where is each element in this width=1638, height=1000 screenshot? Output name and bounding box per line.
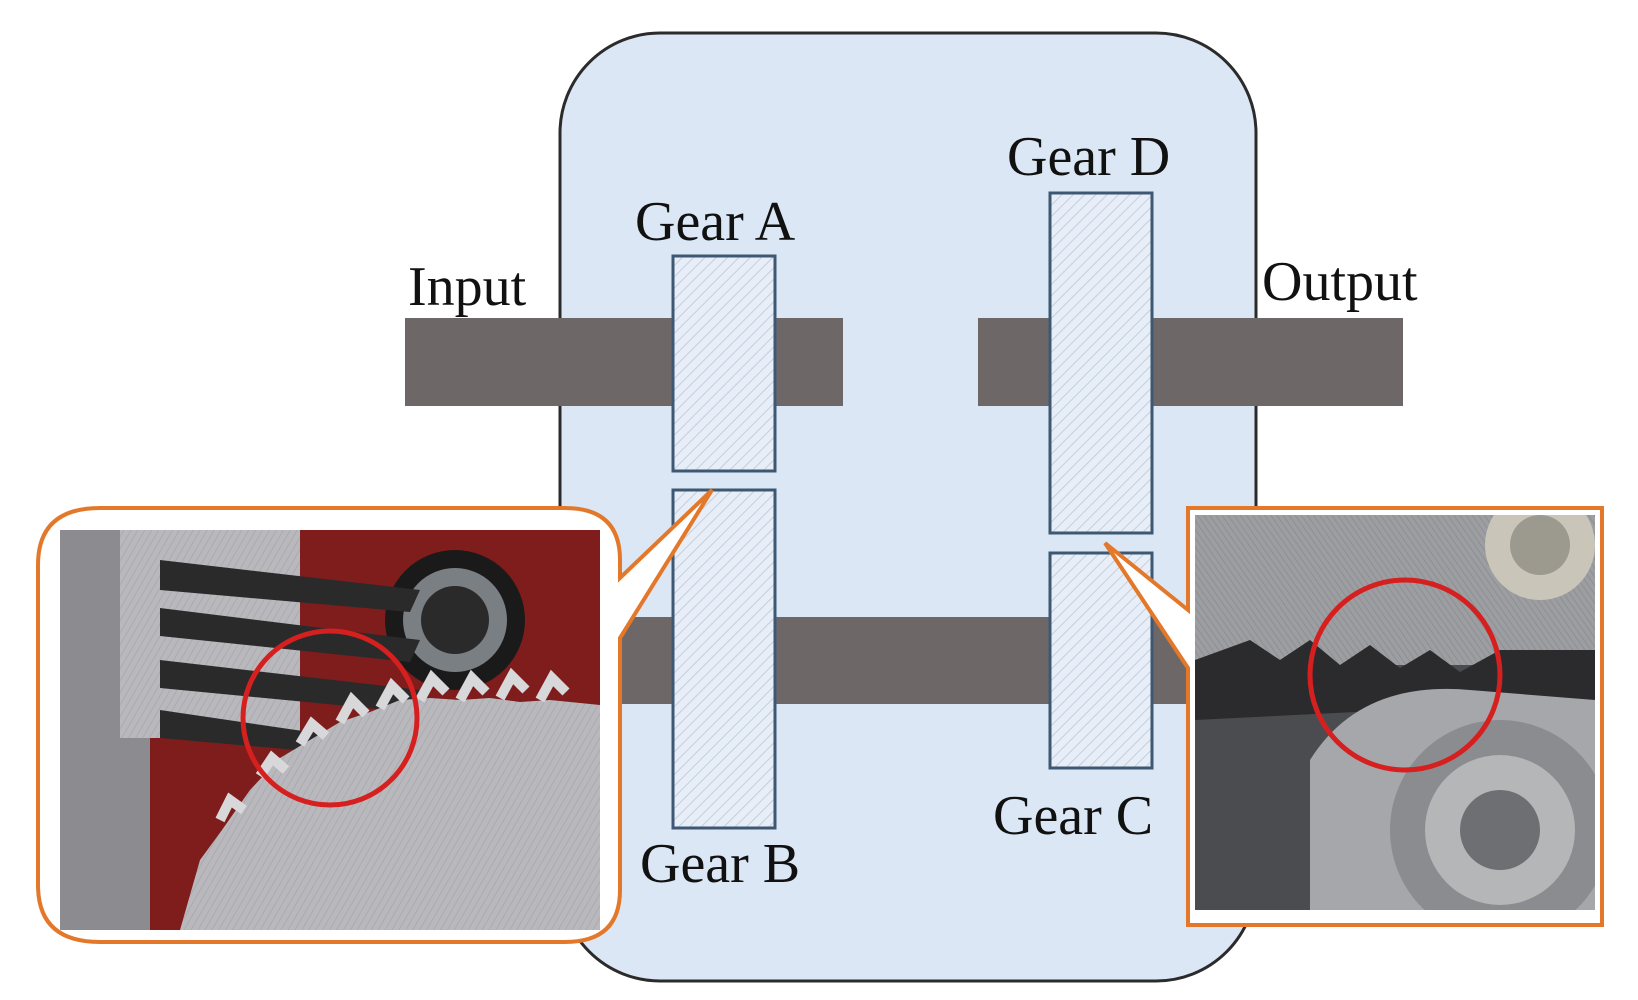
gear-a	[671, 254, 777, 473]
output-shaft	[978, 318, 1403, 406]
input-shaft	[405, 318, 843, 406]
gear-ab-mesh-callout	[36, 488, 714, 944]
input-label: Input	[408, 256, 527, 318]
gear-b	[671, 488, 777, 830]
gear-a-label: Gear A	[635, 191, 796, 253]
gear-ab-mesh-photo	[60, 530, 600, 930]
gear-cd-mesh-callout	[1103, 506, 1604, 927]
gear-b-label: Gear B	[640, 833, 800, 895]
gear-d-label: Gear D	[1007, 126, 1170, 188]
highlight-circle-left	[240, 628, 420, 808]
gear-c-label: Gear C	[993, 785, 1153, 847]
highlight-circle-right	[1307, 577, 1503, 773]
gear-cd-mesh-photo	[1195, 515, 1595, 910]
gear-d	[1048, 191, 1154, 535]
output-label: Output	[1262, 251, 1418, 313]
